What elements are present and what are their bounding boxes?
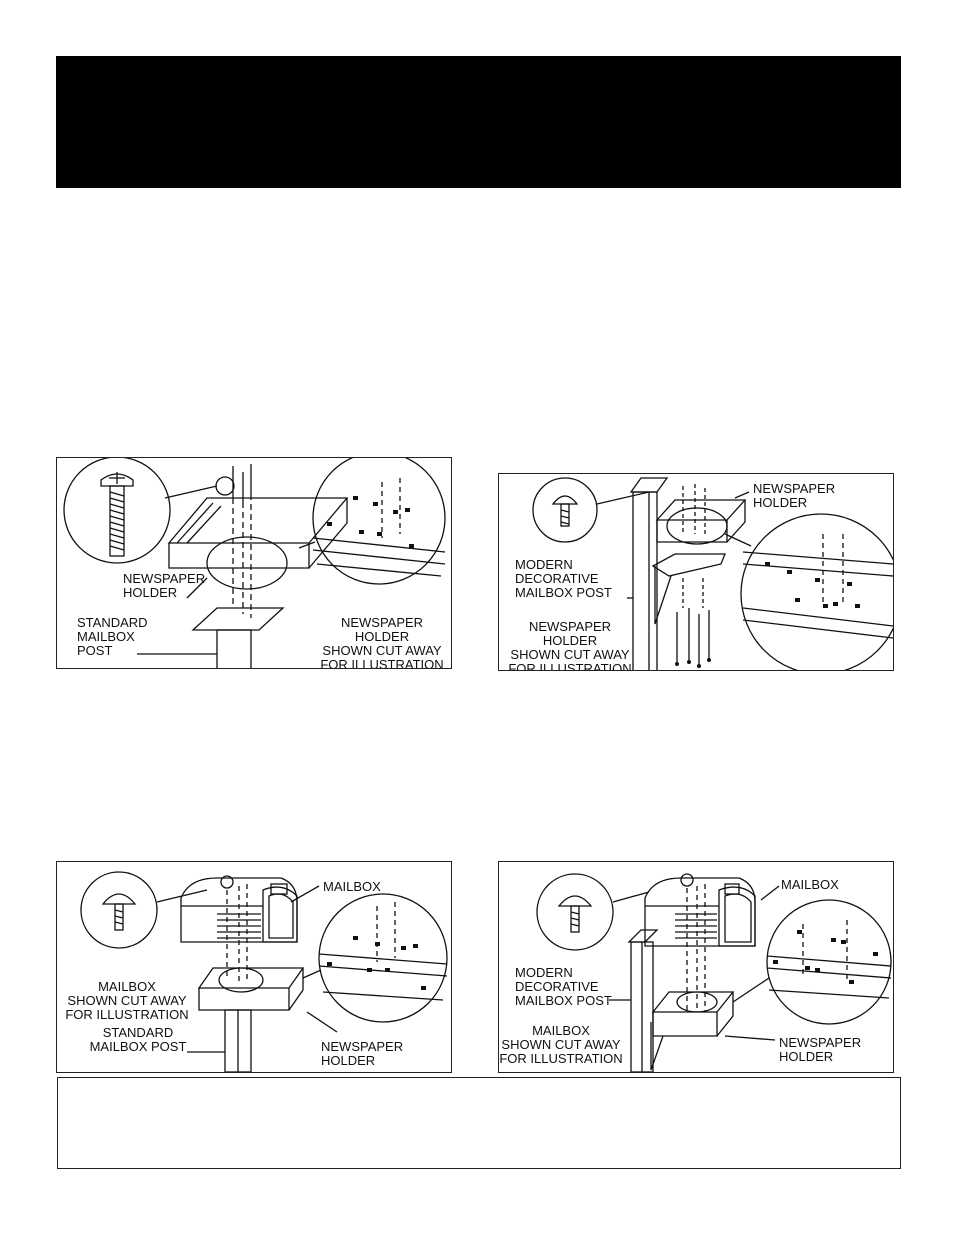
- header-banner: [56, 56, 901, 188]
- assembly-drawing: [536, 873, 892, 1072]
- label-cutaway-note: MAILBOX SHOWN CUT AWAY FOR ILLUSTRATION: [499, 1023, 623, 1066]
- label-mailbox: MAILBOX: [323, 879, 381, 894]
- carriage-bolt-icon: [557, 895, 593, 933]
- label-cutaway-note: MAILBOX SHOWN CUT AWAY FOR ILLUSTRATION: [65, 979, 189, 1022]
- mailbox-icon: [644, 877, 756, 947]
- pan-head-screw-icon: [100, 472, 134, 557]
- label-mailbox: MAILBOX: [781, 877, 839, 892]
- carriage-bolt-icon: [551, 495, 579, 527]
- label-newspaper-holder: NEWSPAPER HOLDER: [779, 1035, 862, 1064]
- label-newspaper-holder: NEWSPAPER HOLDER: [321, 1039, 404, 1068]
- diagram-panel-standard-mailbox: MAILBOX MAILBOX SHOWN CUT AWAY FOR ILLUS…: [56, 861, 452, 1073]
- cutaway-detail-circle: [312, 458, 446, 585]
- note-box: [57, 1077, 901, 1169]
- label-modern-post: MODERN DECORATIVE MAILBOX POST: [515, 965, 612, 1008]
- assembly-drawing: [532, 477, 893, 670]
- assembly-drawing: [80, 871, 448, 1072]
- label-cutaway-note: NEWSPAPER HOLDER SHOWN CUT AWAY FOR ILLU…: [508, 619, 632, 671]
- label-newspaper-holder: NEWSPAPER HOLDER: [123, 571, 206, 600]
- screw-detail-circle: [63, 458, 171, 564]
- label-standard-post: STANDARD MAILBOX POST: [89, 1025, 187, 1054]
- label-cutaway-note: NEWSPAPER HOLDER SHOWN CUT AWAY FOR ILLU…: [320, 615, 444, 669]
- assembly-drawing: [63, 458, 446, 668]
- diagram-panel-modern-mailbox: MAILBOX MODERN DECORATIVE MAILBOX POST M…: [498, 861, 894, 1073]
- diagram-panel-modern-holder: NEWSPAPER HOLDER MODERN DECORATIVE MAILB…: [498, 473, 894, 671]
- label-newspaper-holder: NEWSPAPER HOLDER: [753, 481, 836, 510]
- label-standard-post: STANDARD MAILBOX POST: [77, 615, 148, 658]
- carriage-bolt-icon: [101, 893, 137, 931]
- label-modern-post: MODERN DECORATIVE MAILBOX POST: [515, 557, 612, 600]
- diagram-panel-standard-holder: NEWSPAPER HOLDER STANDARD MAILBOX POST N…: [56, 457, 452, 669]
